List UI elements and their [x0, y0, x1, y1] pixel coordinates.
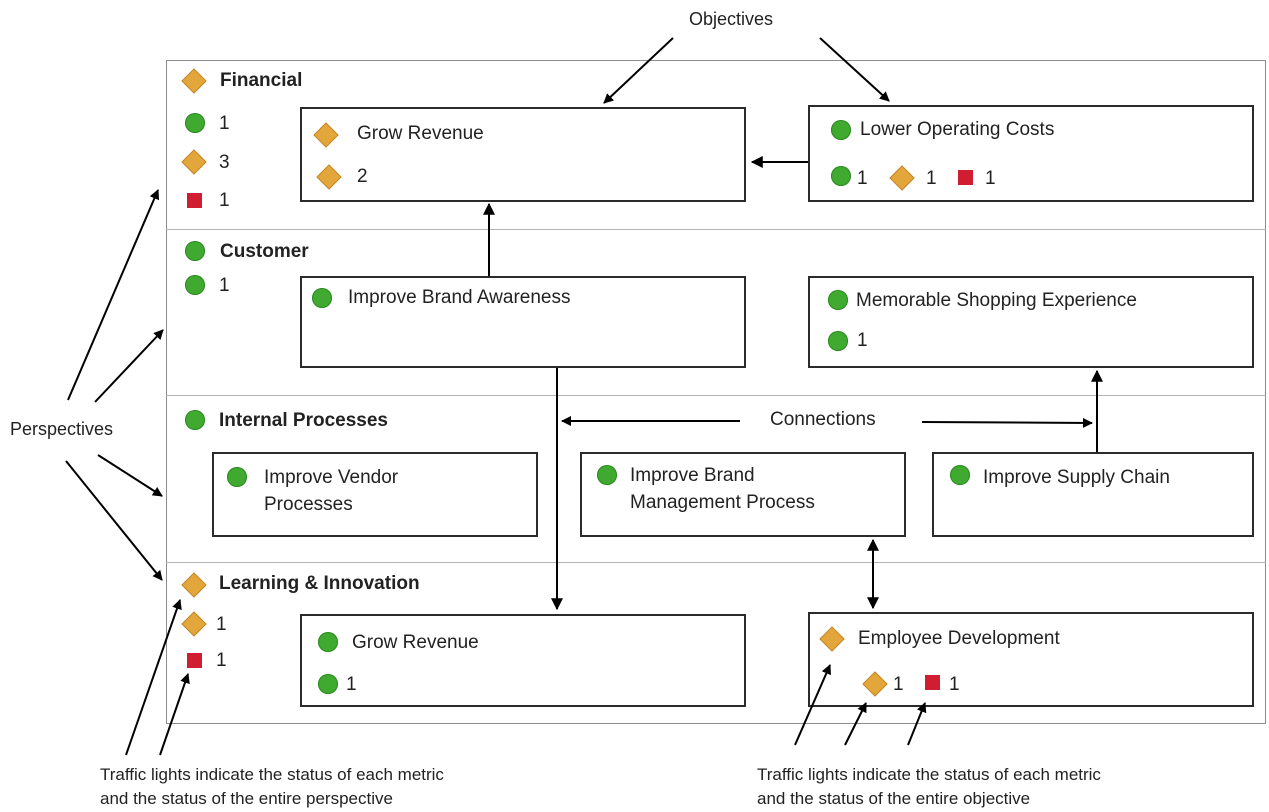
financial-amber-count: 3	[219, 152, 230, 173]
objective-box-employee-development[interactable]	[808, 612, 1254, 707]
perspective-title-financial[interactable]: Financial	[220, 70, 303, 91]
objective-title-grow-revenue: Grow Revenue	[357, 123, 484, 144]
objective-title-employee-development: Employee Development	[858, 628, 1060, 649]
perspectives-arrow-learning	[65, 460, 163, 581]
learning-amber-count: 1	[216, 614, 227, 635]
supply-chain-status-green-icon	[950, 465, 970, 485]
objective-box-improve-supply-chain[interactable]	[932, 452, 1254, 537]
note-right-arrow-1	[794, 664, 831, 746]
connections-arrow-right	[921, 417, 1093, 428]
lower-costs-amber-count: 1	[926, 168, 937, 189]
employee-development-red-count: 1	[949, 674, 960, 695]
customer-green-count: 1	[219, 275, 230, 296]
internal-status-green-icon	[185, 410, 205, 430]
objectives-arrow-left	[603, 37, 674, 104]
objective-title-improve-supply-chain: Improve Supply Chain	[983, 467, 1170, 488]
divider-customer-internal	[166, 395, 1266, 396]
perspectives-arrow-internal	[97, 454, 163, 497]
objective-title-lower-operating-costs: Lower Operating Costs	[860, 119, 1055, 140]
financial-green-metric-icon	[185, 113, 205, 133]
objective-title-vendor-line-1: Improve Vendor	[264, 467, 399, 488]
customer-green-metric-icon	[185, 275, 205, 295]
connections-label: Connections	[770, 409, 876, 430]
employee-development-amber-count: 1	[893, 674, 904, 695]
objective-title-improve-brand-awareness: Improve Brand Awareness	[348, 287, 571, 308]
objective-title-brand-mgmt-line-2: Management Process	[630, 492, 815, 513]
perspectives-label: Perspectives	[10, 419, 114, 439]
objective-title-grow-revenue-learning: Grow Revenue	[352, 632, 479, 653]
divider-internal-learning	[166, 562, 1266, 563]
financial-green-count: 1	[219, 113, 230, 134]
lower-costs-red-count: 1	[985, 168, 996, 189]
shopping-experience-status-green-icon	[828, 290, 848, 310]
brand-management-status-green-icon	[597, 465, 617, 485]
perspectives-frame	[166, 60, 1266, 724]
vendor-processes-status-green-icon	[227, 467, 247, 487]
note-left-line-2: and the status of the entire perspective	[100, 789, 393, 808]
financial-red-metric-icon	[187, 193, 202, 208]
shopping-experience-green-count: 1	[857, 330, 868, 351]
brand-awareness-status-green-icon	[312, 288, 332, 308]
lower-costs-green-count: 1	[857, 168, 868, 189]
shopping-experience-green-metric-icon	[828, 331, 848, 351]
grow-revenue-amber-count: 2	[357, 166, 368, 187]
financial-red-count: 1	[219, 190, 230, 211]
objective-box-improve-vendor-processes[interactable]	[212, 452, 538, 537]
note-right-line-1: Traffic lights indicate the status of ea…	[757, 765, 1101, 784]
objectives-arrow-right	[819, 37, 890, 102]
learning-red-metric-icon	[187, 653, 202, 668]
lower-costs-green-metric-icon	[831, 166, 851, 186]
note-right-arrow-2	[844, 702, 867, 746]
objective-title-vendor-line-2: Processes	[264, 494, 353, 515]
note-left-line-1: Traffic lights indicate the status of ea…	[100, 765, 444, 784]
employee-development-red-metric-icon	[925, 675, 940, 690]
customer-status-green-icon	[185, 241, 205, 261]
objective-title-brand-mgmt-line-1: Improve Brand	[630, 465, 755, 486]
learning-red-count: 1	[216, 650, 227, 671]
objective-box-lower-operating-costs[interactable]	[808, 105, 1254, 202]
perspective-title-internal-processes[interactable]: Internal Processes	[219, 410, 388, 431]
perspective-title-learning-innovation[interactable]: Learning & Innovation	[219, 573, 420, 594]
note-left-arrow-2	[159, 673, 190, 756]
lower-costs-red-metric-icon	[958, 170, 973, 185]
perspective-title-customer[interactable]: Customer	[220, 241, 309, 262]
note-right-line-2: and the status of the entire objective	[757, 789, 1031, 808]
divider-financial-customer	[166, 229, 1266, 230]
grow-revenue-learning-green-count: 1	[346, 674, 357, 695]
objective-box-improve-brand-management-process[interactable]	[580, 452, 906, 537]
objective-box-memorable-shopping-experience[interactable]	[808, 276, 1254, 368]
perspectives-arrow-financial	[67, 189, 160, 401]
objective-title-memorable-shopping-experience: Memorable Shopping Experience	[856, 290, 1137, 311]
objective-box-grow-revenue-financial[interactable]	[300, 107, 746, 202]
grow-revenue-learning-status-green-icon	[318, 632, 338, 652]
objective-box-grow-revenue-learning[interactable]	[300, 614, 746, 707]
lower-costs-status-green-icon	[831, 120, 851, 140]
objectives-label: Objectives	[689, 9, 774, 29]
note-left-arrow-1	[125, 599, 182, 756]
grow-revenue-learning-green-metric-icon	[318, 674, 338, 694]
perspectives-arrow-customer	[94, 329, 164, 403]
note-right-arrow-3	[907, 702, 927, 746]
objective-box-improve-brand-awareness[interactable]	[300, 276, 746, 368]
